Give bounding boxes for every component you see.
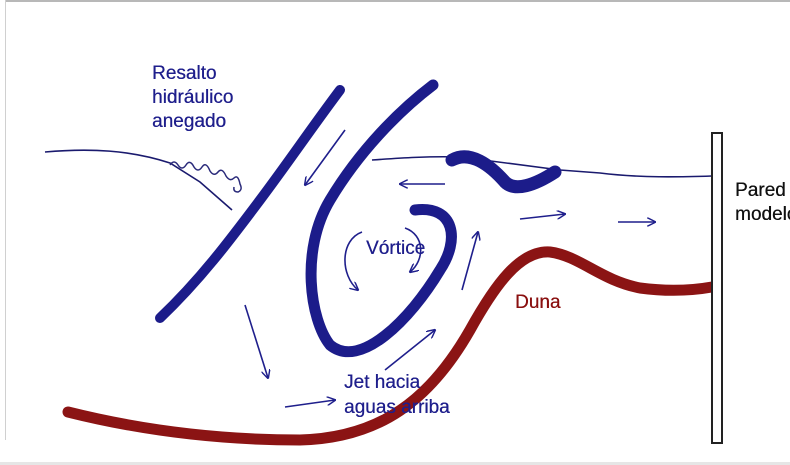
model-wall [712,133,722,443]
label-resalto-line2: hidráulico [152,87,233,109]
arrow-down-left-lower [245,305,268,378]
label-jet-line2: aguas arriba [344,397,450,419]
label-jet-line1: Jet hacia [344,372,420,394]
label-vortice: Vórtice [366,238,425,260]
surface-wave-bulge [452,157,555,187]
label-pared-line1: Pared [735,180,786,202]
label-pared-line2: modelo [735,204,790,226]
label-resalto-line1: Resalto [152,63,216,85]
water-surface-left [45,150,232,210]
arrow-downstream-1 [520,214,565,219]
label-resalto-line3: anegado [152,111,226,133]
vortex-arrow-left [345,232,362,290]
arrow-jet-up-1 [462,232,478,290]
vortex-spiral [311,85,451,352]
arrow-jet-bottom [285,400,335,407]
label-duna: Duna [515,292,560,314]
